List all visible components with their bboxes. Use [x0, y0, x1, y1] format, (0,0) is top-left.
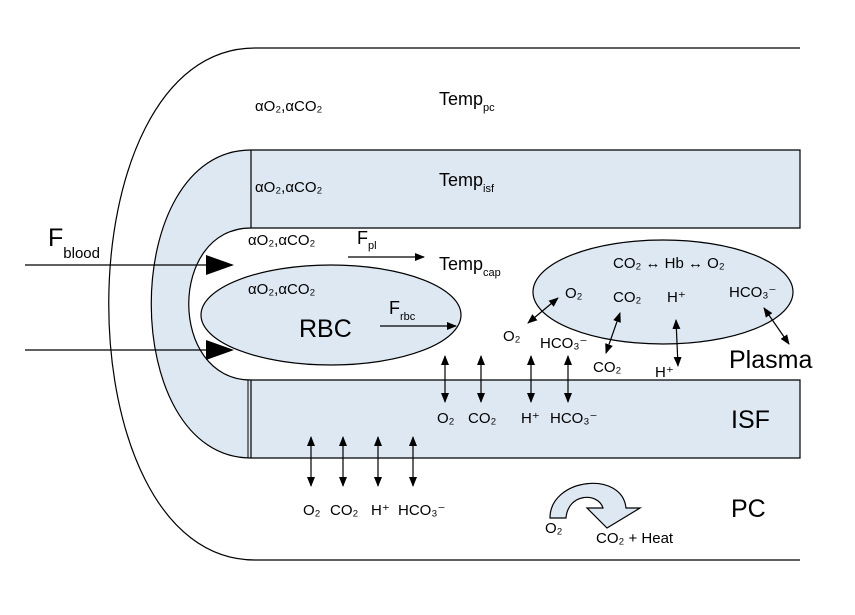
- plasma-hco3-label: HCO₃⁻: [729, 284, 776, 301]
- reaction-label: CO₂ ↔ Hb ↔ O₂: [613, 255, 725, 272]
- isf-label: ISF: [731, 406, 770, 434]
- temp-isf-label: Tempisf: [439, 170, 495, 195]
- frbc-sub: rbc: [400, 311, 416, 323]
- pc-h-label: H⁺: [371, 502, 390, 519]
- temp-isf-sub: isf: [483, 183, 495, 195]
- plasma-o2-label: O₂: [565, 285, 583, 302]
- fpl-text: F: [357, 228, 368, 248]
- temp-pc-sub: pc: [483, 102, 495, 114]
- temp-cap-text: Temp: [439, 254, 483, 274]
- pc-o2-label: O₂: [303, 502, 321, 519]
- rbc-ellipse: [200, 264, 462, 366]
- frbc-label: Frbc: [389, 298, 416, 323]
- fblood-sub: blood: [63, 245, 100, 262]
- pc-boundary: [108, 47, 800, 561]
- right-h-label: H⁺: [655, 364, 674, 381]
- alpha-pl-label: αO₂,αCO₂: [248, 232, 316, 249]
- isf-co2-label: CO₂: [468, 410, 497, 427]
- plasma-label: Plasma: [729, 346, 812, 374]
- alpha-pc-label: αO₂,αCO₂: [255, 98, 323, 115]
- right-co2-label: CO₂: [593, 359, 622, 376]
- alpha-rbc-label: αO₂,αCO₂: [248, 281, 316, 298]
- fpl-label: Fpl: [357, 228, 377, 252]
- temp-pc-text: Temp: [439, 89, 483, 109]
- fblood-arrowhead-bottom: [206, 340, 234, 360]
- fpl-sub: pl: [368, 240, 377, 252]
- isf-hco3-label: HCO₃⁻: [550, 410, 597, 427]
- fblood-arrowhead-top: [206, 255, 234, 275]
- plasma-co2-label: CO₂: [613, 289, 642, 306]
- fblood-text: F: [48, 224, 63, 252]
- met-o2-label: O₂: [545, 520, 563, 537]
- isf-o2-label: O₂: [437, 410, 455, 427]
- rbc-label: RBC: [299, 315, 352, 343]
- fblood-label: Fblood: [48, 224, 100, 262]
- left-hco3-label: HCO₃⁻: [540, 335, 587, 352]
- isf-h-label: H⁺: [521, 410, 540, 427]
- co2-diagonal-arrow: [605, 312, 621, 354]
- h-vertical-arrow: [672, 319, 682, 367]
- pc-hco3-label: HCO₃⁻: [398, 502, 445, 519]
- temp-cap-label: Tempcap: [439, 254, 501, 279]
- plasma-h-label: H⁺: [667, 289, 686, 306]
- metabolism-curved-arrow: [549, 482, 643, 529]
- pc-label: PC: [731, 495, 766, 523]
- pc-co2-label: CO₂: [330, 502, 359, 519]
- met-out-label: CO₂ + Heat: [596, 530, 674, 547]
- o2-diagonal-arrow: [527, 297, 559, 324]
- temp-pc-label: Temppc: [439, 89, 495, 114]
- plasma-ellipse: [532, 239, 794, 345]
- temp-cap-sub: cap: [483, 267, 501, 279]
- temp-isf-text: Temp: [439, 170, 483, 190]
- frbc-text: F: [389, 298, 400, 318]
- hco3-diagonal-arrow: [763, 307, 790, 345]
- alpha-isf-label: αO₂,αCO₂: [255, 179, 323, 196]
- left-o2-label: O₂: [503, 328, 521, 345]
